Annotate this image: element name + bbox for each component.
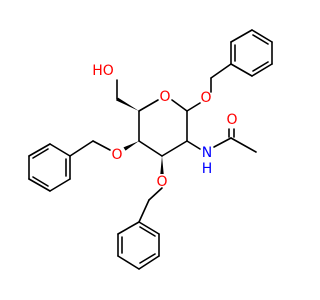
bond-ph2-e2 xyxy=(32,148,49,159)
bond-ph1-c xyxy=(251,29,273,43)
atom-label-o3: O xyxy=(156,174,167,190)
atom-label-o4: O xyxy=(111,147,122,163)
bond-c5-o5 xyxy=(138,99,159,112)
bond-ph3-c xyxy=(138,255,160,270)
bond-c2-c3 xyxy=(161,140,188,157)
bond-c1-o1 xyxy=(186,102,201,112)
bond-ch2-ph3 xyxy=(138,199,150,223)
bond-ph2-b xyxy=(49,178,71,192)
bond-ph1-e xyxy=(251,63,273,77)
atom-label-hydroxyl: HO xyxy=(92,63,114,79)
atom-label-amide-nitrogen: N xyxy=(202,145,212,161)
bond-ph1-f xyxy=(230,63,253,77)
bond-ph3-a xyxy=(138,221,160,235)
bond-ph3-c2 xyxy=(139,253,156,264)
atom-label-ring-oxygen: O xyxy=(159,89,170,105)
bond-ch2-ph1 xyxy=(210,63,232,79)
bond-ph1-e2 xyxy=(252,61,269,72)
bond-co-me xyxy=(230,137,257,153)
bond-ph1-c2 xyxy=(252,34,269,45)
wedge-c5-c6 xyxy=(116,97,139,111)
bond-ph3-d xyxy=(117,255,140,270)
molecule-diagram: HO O O O N H O O xyxy=(28,29,273,270)
atom-label-amide-hydrogen: H xyxy=(202,161,213,177)
bond-ph3-f xyxy=(117,221,140,235)
bond-c2-n xyxy=(186,140,201,150)
atom-label-carbonyl-oxygen: O xyxy=(226,112,237,128)
bond-c3-c4 xyxy=(138,140,163,157)
bond-ph2-e xyxy=(28,143,51,157)
bond-ph3-a2 xyxy=(139,226,156,237)
wedge-c4-o4 xyxy=(123,141,139,151)
atom-label-layer: HO O O O N H O O xyxy=(92,63,237,190)
bond-ph2-c xyxy=(28,178,51,192)
bond-layer xyxy=(28,29,273,270)
wedge-c3-o3 xyxy=(160,156,164,174)
bond-o3-ch2 xyxy=(148,187,163,201)
bond-o4-ch2 xyxy=(92,140,111,151)
bond-ch2-ph2 xyxy=(69,140,94,157)
bond-ph2-f xyxy=(49,143,71,157)
bond-ph2-c2 xyxy=(32,176,49,187)
bond-o5-c1 xyxy=(171,99,188,112)
bond-n-co xyxy=(213,137,232,148)
atom-label-anomeric-oxygen: O xyxy=(200,90,211,106)
bond-ph1-b xyxy=(230,29,253,43)
